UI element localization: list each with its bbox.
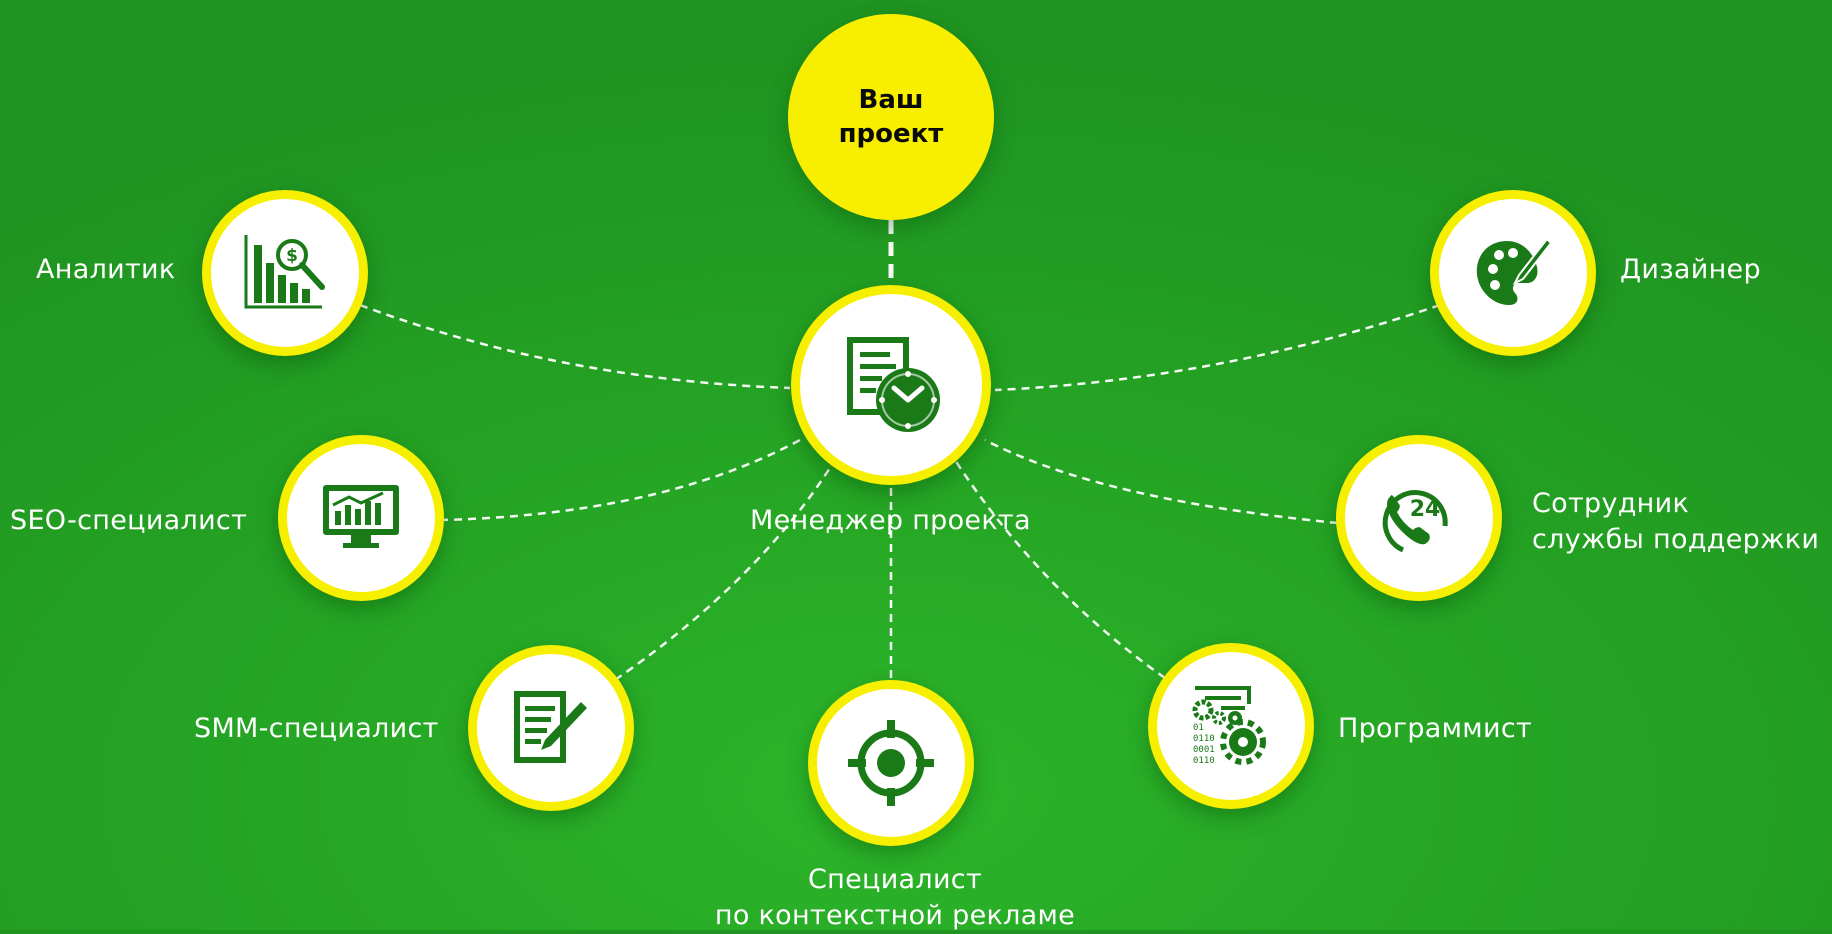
svg-text:24: 24 [1410, 497, 1441, 522]
label-context-ads-specialist: Специалист по контекстной рекламе [714, 864, 1076, 931]
svg-text:$: $ [286, 246, 298, 266]
node-designer [1430, 190, 1596, 356]
code-gears-icon: 01 0110 0001 0110 [1192, 686, 1266, 766]
connector-programmer [953, 459, 1166, 680]
target-crosshair-icon [848, 720, 934, 806]
connector-designer [994, 303, 1441, 392]
node-seo-specialist [278, 435, 444, 601]
center-node-project-manager [791, 285, 991, 485]
label-designer: Дизайнер [1620, 254, 1761, 285]
svg-text:0110: 0110 [1193, 756, 1215, 766]
analytics-chart-magnifier-icon: $ [244, 235, 325, 309]
root-label: Ваш проект [838, 85, 944, 149]
svg-text:0110: 0110 [1193, 734, 1215, 744]
node-context-ads-specialist [808, 680, 974, 846]
document-clock-icon [847, 337, 940, 432]
document-pencil-icon [514, 691, 587, 763]
node-support-employee: 24 [1336, 435, 1502, 601]
label-support-employee: Сотрудник службы поддержки [1532, 488, 1820, 555]
connector-analyst [359, 303, 791, 390]
label-analyst: Аналитик [36, 254, 176, 285]
phone-24-icon: 24 [1382, 490, 1448, 553]
node-programmer: 01 0110 0001 0110 [1148, 643, 1314, 809]
label-programmer: Программист [1338, 713, 1532, 744]
node-smm-specialist [468, 645, 634, 811]
label-seo-specialist: SEO-специалист [10, 505, 248, 536]
connector-seo [439, 438, 801, 522]
node-analyst: $ [202, 190, 368, 356]
center-label: Менеджер проекта [750, 505, 1031, 536]
connector-support [984, 438, 1339, 525]
svg-text:0001: 0001 [1193, 745, 1215, 755]
svg-text:01: 01 [1193, 723, 1204, 733]
root-node-your-project: Ваш проект [788, 14, 994, 220]
label-smm-specialist: SMM-специалист [194, 713, 439, 744]
connector-smm [614, 459, 837, 682]
monitor-chart-icon [323, 485, 399, 548]
palette-brush-icon [1476, 237, 1553, 305]
